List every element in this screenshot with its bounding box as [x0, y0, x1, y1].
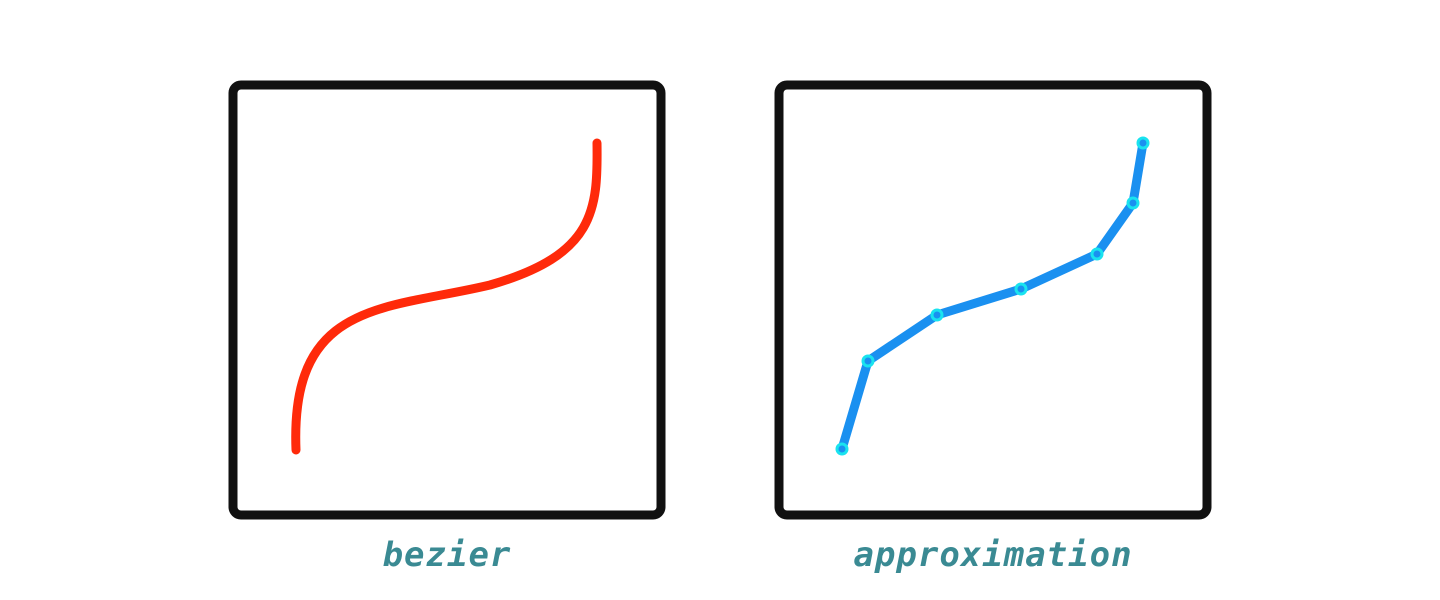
- bezier-caption: bezier: [383, 535, 512, 575]
- vertex-point: [1126, 196, 1140, 210]
- approximation-frame: [774, 80, 1212, 520]
- vertex-point: [835, 442, 849, 456]
- approximation-vertices: [835, 136, 1150, 456]
- approximation-panel: approximation: [774, 80, 1212, 575]
- approximation-polyline: [837, 138, 1148, 454]
- bezier-frame: [228, 80, 666, 520]
- bezier-curve: [291, 138, 602, 455]
- vertex-point: [930, 308, 944, 322]
- bezier-panel: bezier: [228, 80, 666, 575]
- vertex-point: [1136, 136, 1150, 150]
- vertex-point: [1090, 247, 1104, 261]
- vertex-point: [1014, 282, 1028, 296]
- vertex-point: [861, 354, 875, 368]
- approximation-caption: approximation: [853, 535, 1132, 575]
